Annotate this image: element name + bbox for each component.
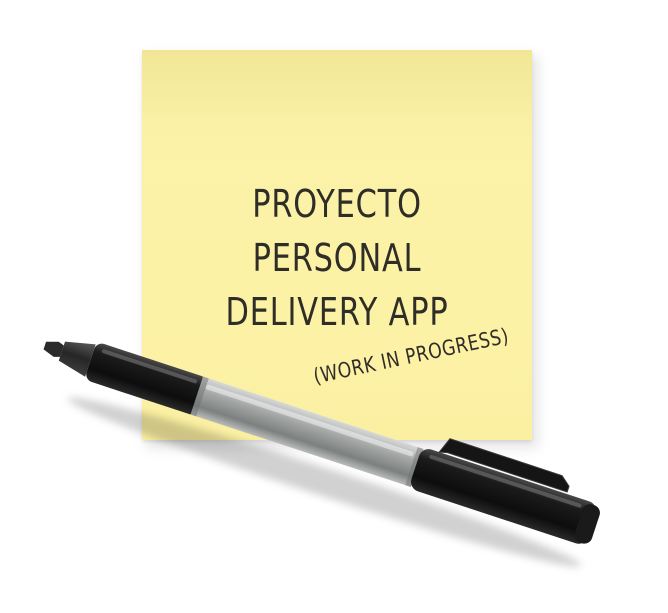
sticky-note: PROYECTO PERSONAL DELIVERY APP (WORK IN … [142,50,532,440]
marker-cap [411,449,597,544]
marker-grip [190,376,424,487]
marker-cone [58,341,96,377]
marker-body [43,341,600,544]
marker-tip [43,341,64,357]
marker-shadow [67,397,582,567]
sticky-note-adhesive-strip [142,50,532,145]
marker-front-barrel [86,343,207,415]
note-title-line-1: PROYECTO PERSONAL [252,182,422,280]
note-title-line-2: DELIVERY APP [225,290,449,334]
marker-clip [438,438,570,493]
note-title: PROYECTO PERSONAL DELIVERY APP [181,177,493,339]
